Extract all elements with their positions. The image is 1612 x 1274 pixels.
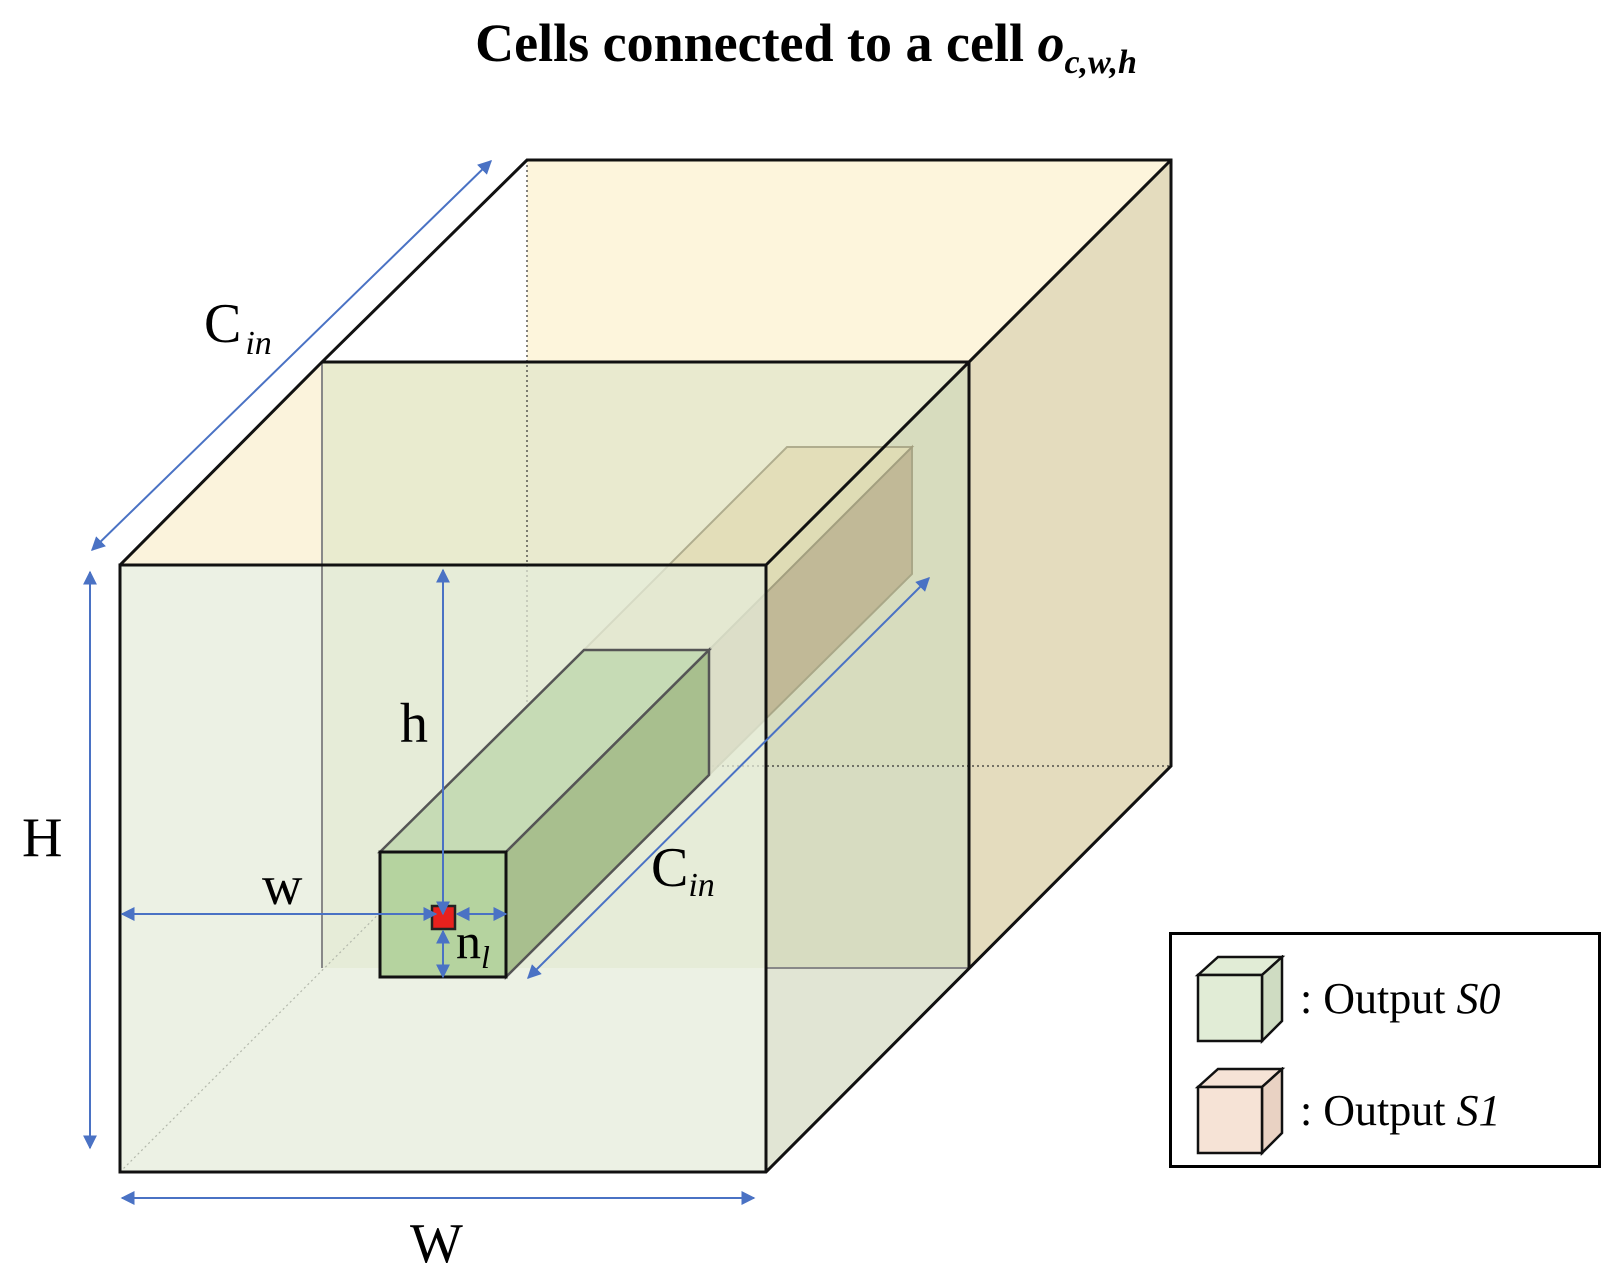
w-label: w [262, 855, 303, 917]
legend-label-s1: : Output S1 [1300, 1086, 1501, 1135]
width-label: W [410, 1213, 463, 1274]
cin-inner-arrow [527, 577, 930, 979]
legend-cube-icon-s0 [1194, 955, 1286, 1045]
h-label: h [400, 693, 428, 755]
legend-label-s0: : Output S0 [1300, 974, 1501, 1023]
legend: : Output S0 : Output S1 [1169, 932, 1601, 1168]
height-label: H [22, 807, 62, 869]
n-label: nl [456, 913, 490, 975]
cin-depth-arrow [90, 160, 493, 551]
legend-item-s1: : Output S1 [1172, 1067, 1598, 1157]
title-symbol: o [1037, 13, 1065, 73]
diagram-title: Cells connected to a cell oc,w,h [0, 12, 1612, 81]
legend-cube-icon-s1 [1194, 1067, 1286, 1157]
right-side-face [969, 160, 1171, 968]
legend-item-s0: : Output S0 [1172, 955, 1598, 1045]
cin-inner-label: Cin [651, 837, 715, 904]
title-text: Cells connected to a cell [475, 13, 1038, 73]
title-subscript: c,w,h [1064, 44, 1137, 81]
